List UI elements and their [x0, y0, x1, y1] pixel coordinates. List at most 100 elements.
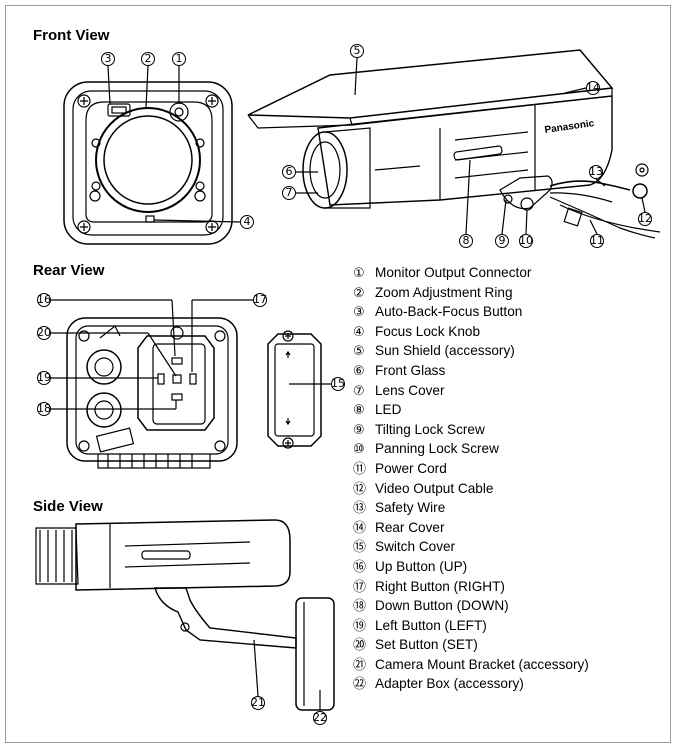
legend-item: ④ Focus Lock Knob: [353, 322, 589, 342]
legend-label: Set Button (SET): [375, 637, 478, 653]
svg-text:2: 2: [145, 52, 152, 65]
legend-number: ㉑: [353, 657, 367, 673]
svg-text:8: 8: [463, 234, 470, 247]
legend-label: Auto-Back-Focus Button: [375, 304, 523, 320]
legend-item: ⑮ Switch Cover: [353, 537, 589, 557]
legend-label: Lens Cover: [375, 382, 445, 398]
svg-text:10: 10: [519, 234, 533, 247]
svg-text:18: 18: [37, 402, 51, 415]
svg-text:15: 15: [331, 377, 345, 390]
legend-label: LED: [375, 402, 402, 418]
legend-number: ⑩: [353, 442, 365, 458]
legend-label: Down Button (DOWN): [375, 598, 509, 614]
svg-text:9: 9: [499, 234, 506, 247]
legend-label: Monitor Output Connector: [375, 265, 532, 280]
side-view-drawing: [35, 519, 335, 725]
legend-item: ⑦ Lens Cover: [353, 381, 589, 401]
legend-item: ⑨ Tilting Lock Screw: [353, 420, 589, 440]
legend-item: ③ Auto-Back-Focus Button: [353, 302, 589, 322]
legend-number: ②: [353, 285, 365, 301]
legend-number: ⑲: [353, 618, 367, 634]
legend-item: ⑲ Left Button (LEFT): [353, 616, 589, 636]
legend-item: ⑤ Sun Shield (accessory): [353, 341, 589, 361]
legend-item: ㉒ Adapter Box (accessory): [353, 674, 589, 694]
svg-text:6: 6: [286, 165, 293, 178]
legend-label: Video Output Cable: [375, 480, 494, 496]
svg-text:21: 21: [251, 696, 265, 709]
legend-number: ㉒: [353, 677, 367, 693]
legend-item: ⑭ Rear Cover: [353, 518, 589, 538]
page-frame: [5, 5, 671, 743]
svg-text:5: 5: [354, 44, 361, 57]
svg-text:7: 7: [286, 186, 293, 199]
legend-number: ⑳: [353, 638, 367, 654]
rear-view-heading: Rear View: [33, 262, 105, 279]
legend-number: ⑦: [353, 383, 365, 399]
legend-label: Up Button (UP): [375, 558, 468, 574]
legend-number: ④: [353, 324, 365, 340]
svg-text:20: 20: [37, 326, 51, 339]
legend-item: ⑳ Set Button (SET): [353, 635, 589, 655]
legend-number: ⑮: [353, 540, 367, 556]
svg-text:16: 16: [37, 293, 51, 306]
legend-number: ⑨: [353, 422, 365, 438]
legend-label: Panning Lock Screw: [375, 441, 499, 457]
svg-text:22: 22: [313, 711, 327, 724]
legend-label: Front Glass: [375, 362, 446, 378]
legend-item: ② Zoom Adjustment Ring: [353, 283, 589, 303]
legend-label: Adapter Box (accessory): [375, 676, 524, 692]
legend-number: ⑯: [353, 559, 367, 575]
side-view-heading: Side View: [33, 498, 103, 515]
legend-item: ⑱ Down Button (DOWN): [353, 596, 589, 616]
legend-number: ⑤: [353, 344, 365, 360]
legend-label: Right Button (RIGHT): [375, 578, 505, 594]
svg-text:13: 13: [589, 165, 603, 178]
legend-label: Focus Lock Knob: [375, 323, 481, 339]
parts-legend: ① Monitor Output Connector ② Zoom Adjustmen…: [353, 263, 589, 694]
legend-label: Rear Cover: [375, 519, 445, 535]
svg-text:4: 4: [244, 215, 251, 228]
legend-label: Switch Cover: [375, 539, 456, 555]
svg-text:11: 11: [590, 234, 604, 247]
legend-item: ⑪ Power Cord: [353, 459, 589, 479]
svg-text:1: 1: [176, 52, 183, 65]
legend-label: Sun Shield (accessory): [375, 343, 515, 359]
legend-item: ① Monitor Output Connector: [353, 263, 589, 283]
legend-number: ⑭: [353, 520, 367, 536]
legend-number: ⑬: [353, 501, 367, 517]
legend-label: Tilting Lock Screw: [375, 421, 485, 437]
brand-mark: Panasonic: [544, 118, 595, 136]
svg-text:14: 14: [586, 81, 600, 94]
legend-number: ⑥: [353, 363, 365, 379]
legend-label: Zoom Adjustment Ring: [375, 284, 513, 300]
switch-cover-drawing: [267, 330, 345, 449]
legend-item: ⑩ Panning Lock Screw: [353, 439, 589, 459]
camera-perspective-drawing: [247, 44, 661, 248]
svg-text:3: 3: [105, 52, 112, 65]
legend-item: ㉑ Camera Mount Bracket (accessory): [353, 655, 589, 675]
legend-item: ⑫ Video Output Cable: [353, 479, 589, 499]
legend-label: Safety Wire: [375, 500, 446, 516]
legend-label: Power Cord: [375, 460, 447, 476]
legend-item: ⑥ Front Glass: [353, 361, 589, 381]
legend-number: ①: [353, 266, 365, 281]
rear-view-drawing: [37, 293, 267, 469]
legend-number: ⑧: [353, 403, 365, 419]
legend-label: Left Button (LEFT): [375, 617, 487, 633]
svg-text:19: 19: [37, 371, 51, 384]
legend-item: ⑯ Up Button (UP): [353, 557, 589, 577]
legend-number: ③: [353, 305, 365, 321]
legend-number: ⑱: [353, 599, 367, 615]
legend-label: Camera Mount Bracket (accessory): [375, 656, 589, 672]
legend-item: ⑬ Safety Wire: [353, 498, 589, 518]
svg-text:17: 17: [253, 293, 267, 306]
legend-item: ⑰ Right Button (RIGHT): [353, 577, 589, 597]
front-view-drawing: [63, 52, 254, 245]
svg-text:12: 12: [638, 212, 652, 225]
legend-number: ⑪: [353, 461, 367, 477]
legend-item: ⑧ LED: [353, 400, 589, 420]
legend-number: ⑰: [353, 579, 367, 595]
front-view-heading: Front View: [33, 27, 110, 44]
legend-number: ⑫: [353, 481, 367, 497]
